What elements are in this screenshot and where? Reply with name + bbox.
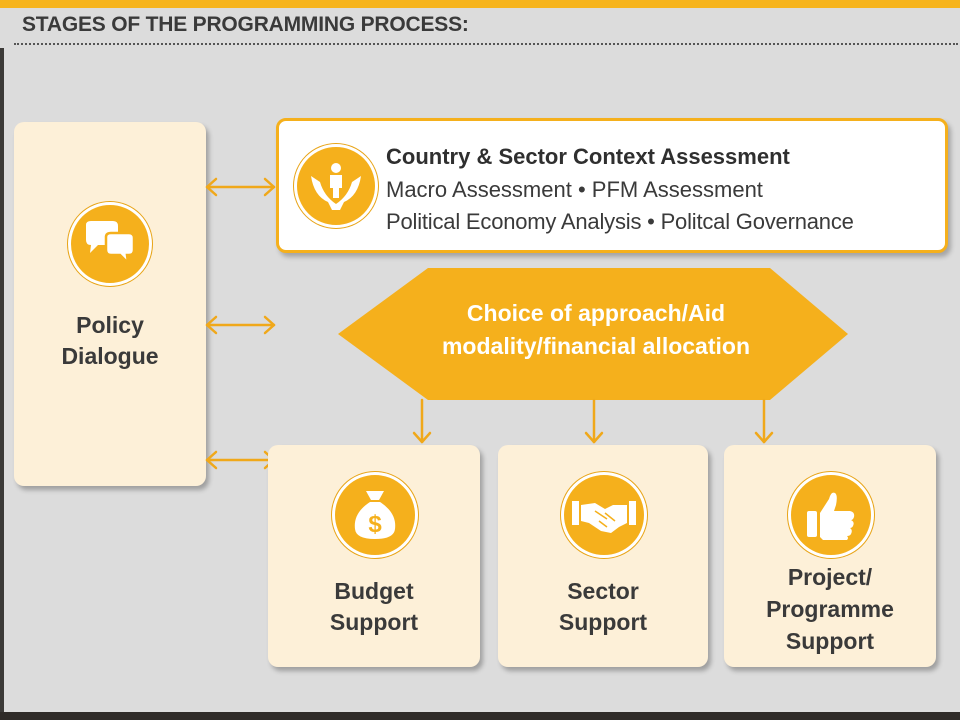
top-accent-bar [0,0,960,8]
project-programme-support-label: Project/ Programme Support [766,564,894,654]
header-dotted-divider [14,43,958,45]
svg-text:$: $ [368,511,382,538]
double-arrow-choice [205,315,276,335]
double-arrow-budget [205,450,276,470]
sector-support-label: Sector Support [558,578,648,635]
down-arrow-budget [412,398,432,444]
left-edge-strip [0,48,4,712]
context-assessment-line-2: Political Economy Analysis • Politcal Go… [386,209,854,234]
budget-support-label: Budget Support [329,578,419,635]
choice-hexagon [338,268,848,400]
policy-dialogue-label: Policy Dialogue [61,312,159,369]
double-arrow-context [205,177,276,197]
choice-hexagon-label: Choice of approach/Aid modality/financia… [441,300,750,359]
context-assessment-line-1: Macro Assessment • PFM Assessment [386,177,763,202]
hands-holding-person-icon [294,144,378,228]
thumbs-up-icon [788,472,874,558]
money-bag-icon: $ [332,472,418,558]
speech-bubbles-icon [68,202,152,286]
context-assessment-title: Country & Sector Context Assessment [386,144,790,169]
down-arrow-sector [584,398,604,444]
handshake-icon [561,472,647,558]
policy-dialogue-box [14,122,206,486]
context-assessment-box [276,118,948,253]
page-title: STAGES OF THE PROGRAMMING PROCESS: [22,13,469,36]
down-arrow-project [754,398,774,444]
